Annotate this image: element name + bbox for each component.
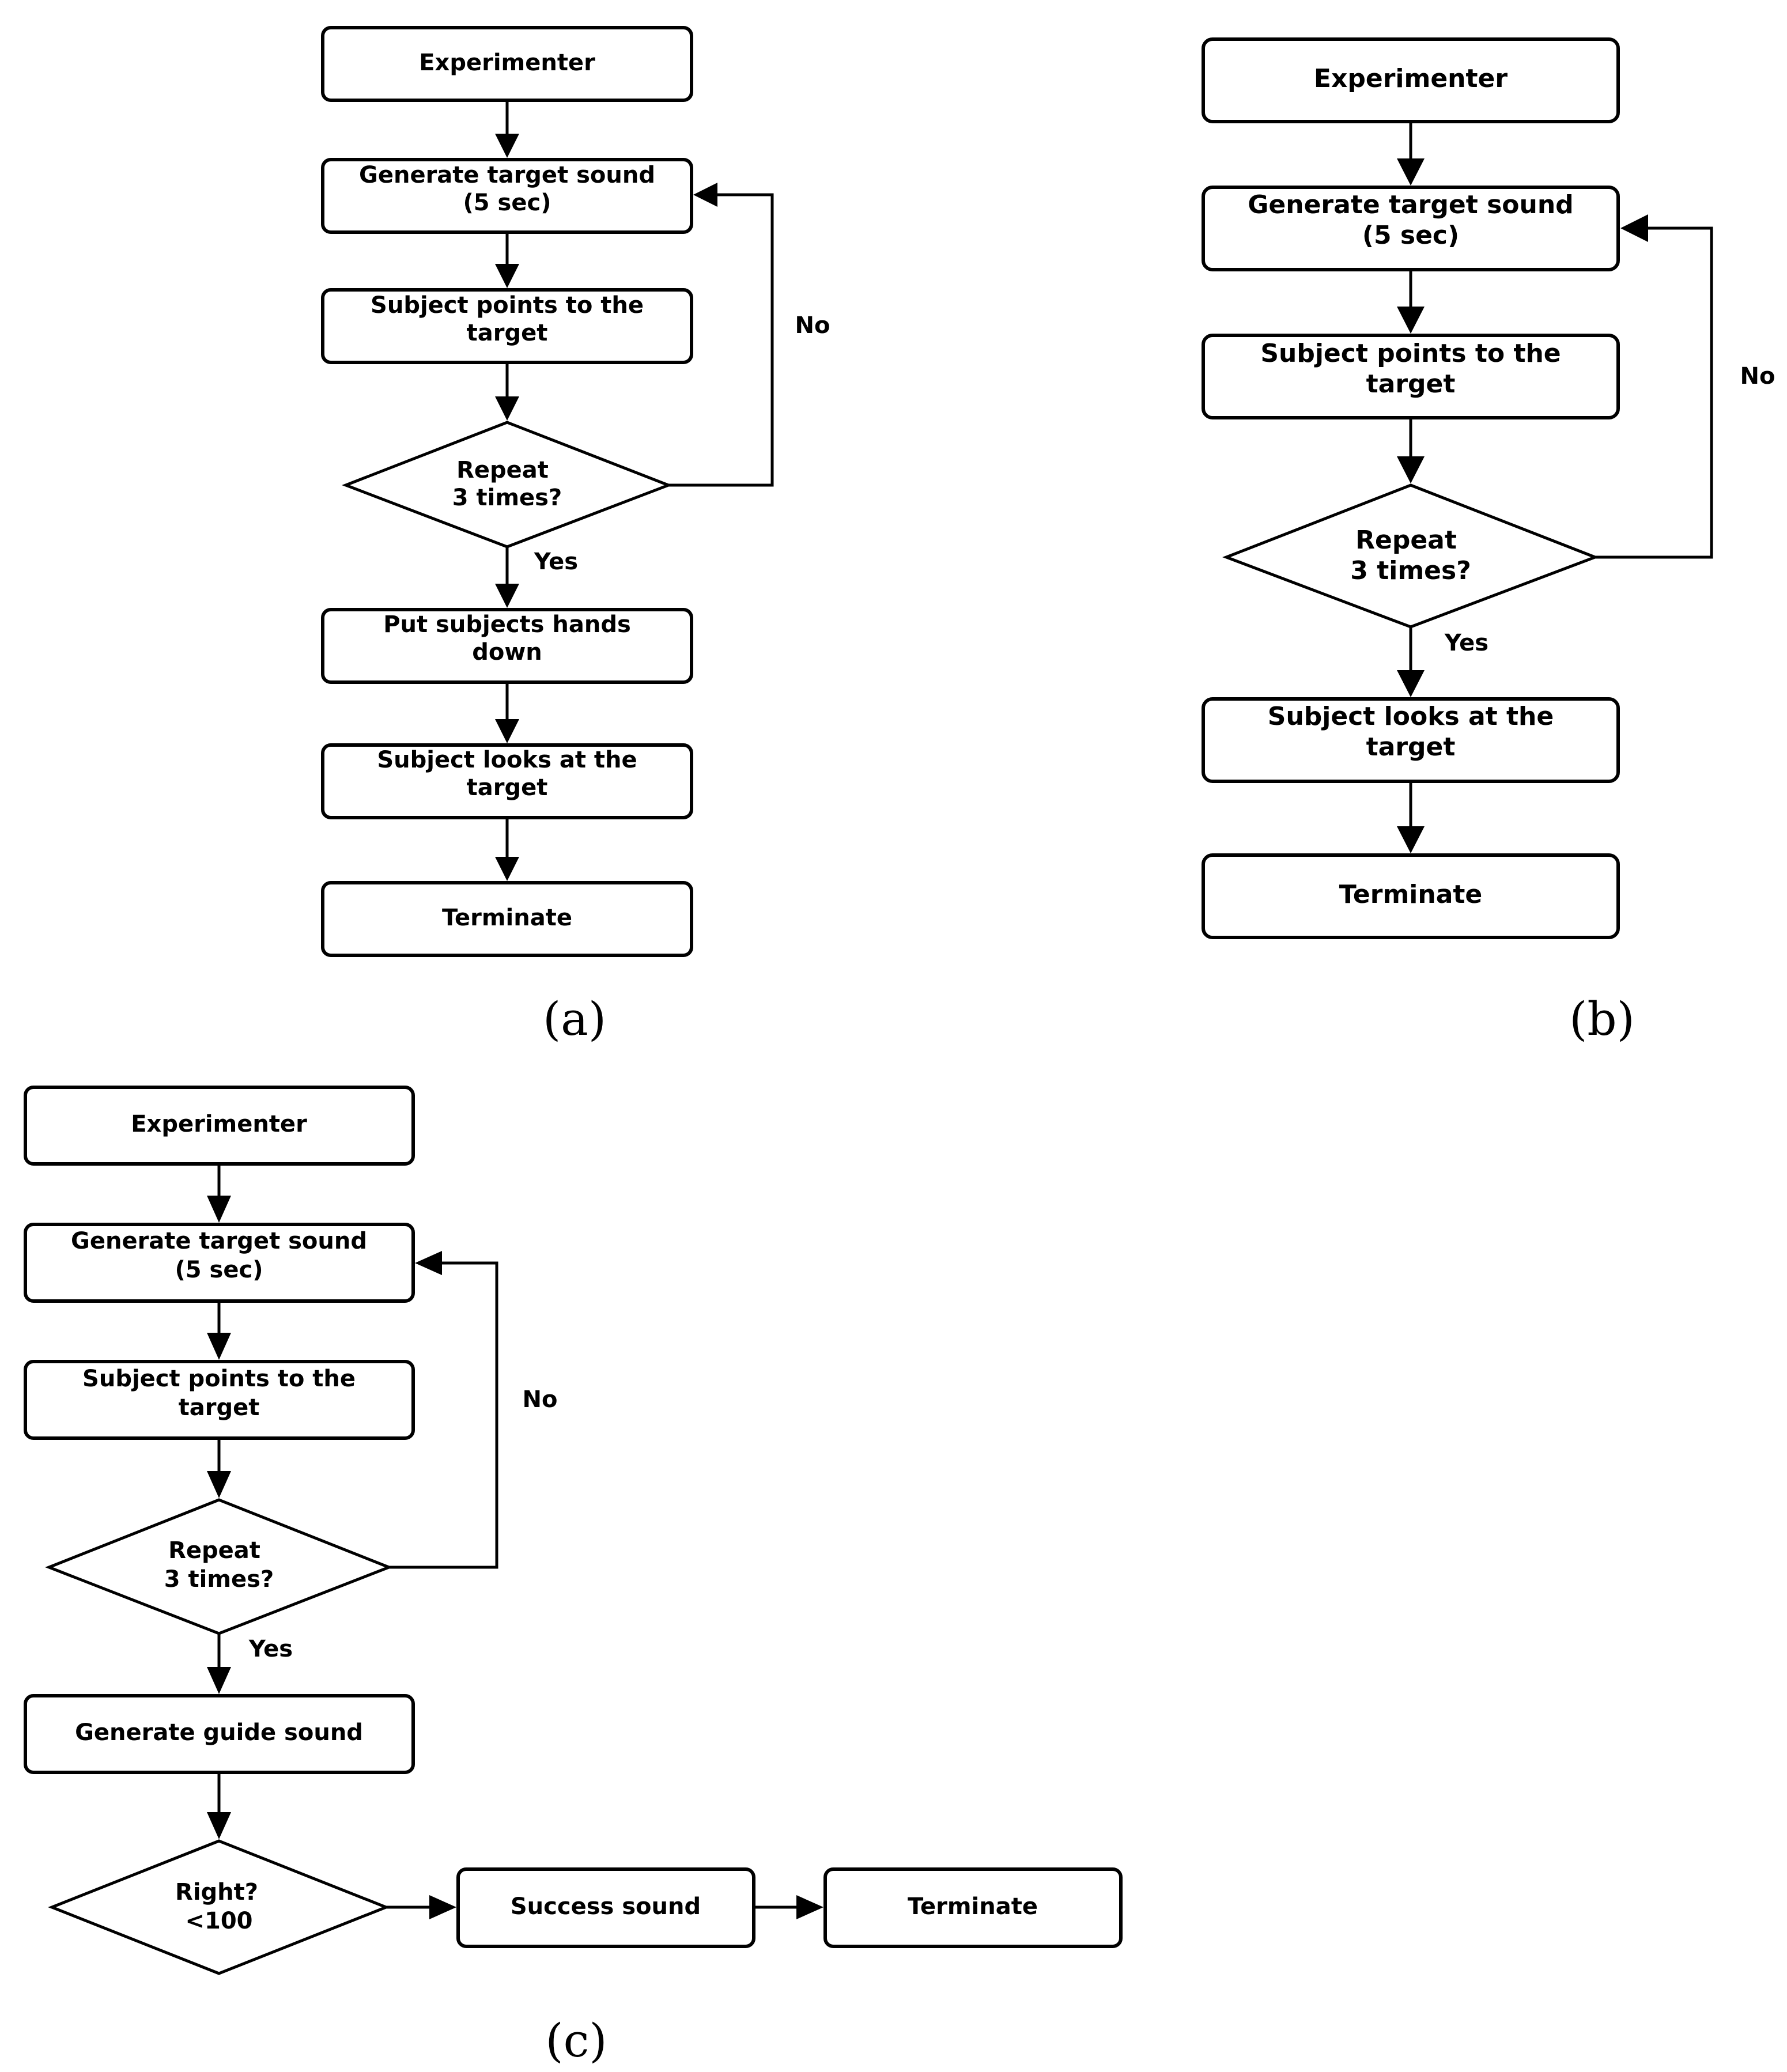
b-yes-label: Yes (1444, 630, 1488, 656)
a-arrowhead-2 (495, 264, 519, 288)
c-arrowhead-2 (207, 1333, 231, 1360)
b-arrowhead-yes (1397, 670, 1425, 697)
c-arrowhead-no (415, 1251, 442, 1275)
a-terminate-box (321, 881, 693, 957)
panel-b-caption: (b) (1569, 992, 1635, 1046)
panel-a-caption: (a) (543, 992, 606, 1046)
c-experimenter-label: Experimenter (131, 1111, 307, 1137)
b-arrowhead-5 (1397, 826, 1425, 853)
c-terminate-label: Terminate (908, 1893, 1038, 1920)
b-terminate-box (1202, 853, 1620, 939)
c-terminate-box (823, 1867, 1123, 1948)
panel-c-caption: (c) (545, 2014, 607, 2067)
a-no-label: No (795, 312, 830, 339)
c-arrowhead-right (429, 1895, 456, 1919)
a-arrowhead-no (693, 183, 717, 207)
b-no-loop (1595, 226, 1713, 559)
panel-b: Experimenter Generate target sound(5 sec… (1202, 37, 1775, 1046)
b-arrowhead-1 (1397, 158, 1425, 186)
c-right-diamond (48, 1839, 390, 1975)
a-arrowhead-5 (495, 719, 519, 743)
panel-a: Experimenter Generate target sound(5 sec… (321, 26, 830, 1046)
b-arrowhead-2 (1397, 307, 1425, 334)
a-no-loop (668, 193, 774, 487)
c-guide-label: Generate guide sound (75, 1719, 363, 1746)
c-no-loop (389, 1261, 498, 1569)
c-right-label: Right?<100 (175, 1879, 258, 1934)
b-terminate-label: Terminate (1339, 880, 1483, 909)
c-arrowhead-1 (207, 1196, 231, 1223)
a-yes-label: Yes (534, 549, 578, 575)
b-arrowhead-no (1620, 214, 1648, 242)
c-yes-label: Yes (248, 1636, 293, 1662)
c-arrowhead-5 (207, 1812, 231, 1839)
b-experimenter-label: Experimenter (1314, 64, 1508, 93)
c-arrowhead-3 (207, 1471, 231, 1498)
a-arrowhead-yes (495, 584, 519, 608)
c-arrowhead-success (796, 1895, 823, 1919)
c-arrowhead-yes (207, 1667, 231, 1694)
a-arrowhead-1 (495, 134, 519, 158)
c-generate-target-label: Generate target sound(5 sec) (71, 1228, 367, 1283)
a-experimenter-label: Experimenter (419, 50, 595, 76)
a-arrowhead-3 (495, 396, 519, 421)
panel-c: Experimenter Generate target sound(5 sec… (24, 1086, 1123, 2067)
a-generate-target-label: Generate target sound(5 sec) (359, 162, 655, 216)
b-generate-target-label: Generate target sound(5 sec) (1248, 190, 1573, 250)
c-no-label: No (523, 1386, 558, 1413)
b-no-label: No (1740, 363, 1775, 390)
c-success-label: Success sound (511, 1893, 701, 1920)
b-arrowhead-3 (1397, 456, 1425, 483)
a-terminate-label: Terminate (442, 905, 572, 931)
a-arrowhead-6 (495, 857, 519, 881)
